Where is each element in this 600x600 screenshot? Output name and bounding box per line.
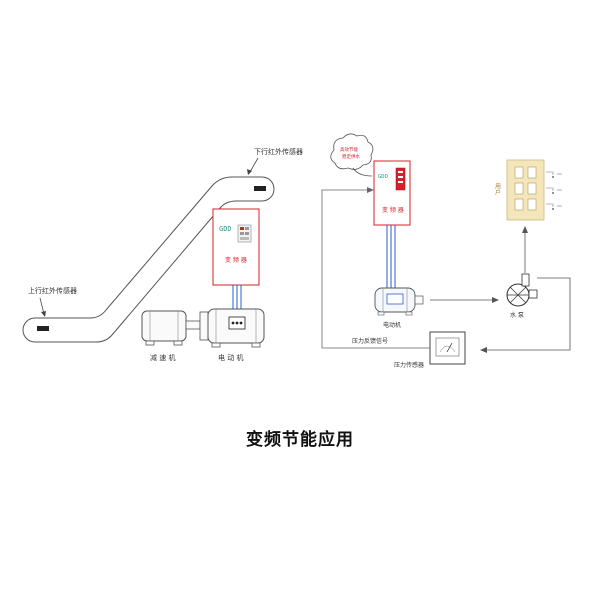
pump-label: 水 泵 [510, 311, 524, 319]
left-keypad-key-5 [240, 237, 249, 240]
left-keypad-key-3 [240, 232, 244, 235]
motor [199, 308, 265, 348]
motor-to-pump-arrowhead [492, 297, 499, 303]
right-inverter-label: 变 频 器 [382, 206, 404, 214]
water-pump [506, 273, 538, 307]
left-inverter-label: 变 频 器 [225, 256, 247, 264]
upper-sensor-label: 下行红外传感器 [254, 147, 303, 156]
right-panel-slot-1 [398, 171, 403, 173]
pressure-pipe [486, 277, 571, 351]
left-inverter-cabinet [212, 208, 260, 286]
right-inverter-panel [395, 167, 406, 191]
lower-sensor-arrowhead [41, 311, 46, 317]
reducer [141, 310, 201, 346]
upper-sensor-arrow [249, 157, 259, 173]
cloud-text-line1: 高效节能 [340, 146, 358, 153]
pump-to-user-arrowhead [522, 226, 528, 233]
cloud-bubble [330, 133, 374, 170]
water-taps [546, 171, 562, 211]
right-motor [374, 287, 424, 316]
pressure-pipe-arrowhead [480, 347, 487, 353]
left-keypad-key-4 [245, 232, 249, 235]
user-building [506, 159, 545, 221]
pressure-sensor-label: 压力传感器 [394, 361, 424, 369]
left-inverter-display: GDD [219, 225, 232, 233]
cloud-tail [352, 167, 373, 177]
upper-sensor-marker [254, 186, 266, 191]
right-inverter-display: GDD [378, 174, 388, 180]
water-supply-diagram: 高效节能 稳定供水 GDD 变 频 器 电动机 [321, 133, 571, 369]
conveyor-diagram: 下行红外传感器 上行红外传感器 GDD 变 频 器 减 速 机 [22, 147, 303, 362]
pressure-gauge-dial [439, 345, 456, 353]
feedback-arrowhead [367, 187, 374, 193]
motor-label: 电 动 机 [218, 353, 243, 362]
reducer-label: 减 速 机 [150, 353, 175, 362]
left-keypad-key-2 [245, 227, 249, 230]
lower-sensor-marker [37, 326, 49, 331]
pressure-gauge-needle [446, 342, 453, 353]
lower-sensor-arrow [39, 297, 45, 315]
conveyor-belt [22, 176, 275, 343]
pressure-gauge-face [435, 337, 460, 357]
right-panel-slot-2 [398, 176, 403, 178]
user-windows [514, 166, 537, 211]
user-label: 用户 [494, 183, 501, 196]
right-motor-label: 电动机 [383, 321, 401, 329]
upper-sensor-arrowhead [247, 169, 252, 175]
lower-sensor-label: 上行红外传感器 [28, 286, 77, 295]
page-title: 变频节能应用 [246, 430, 354, 450]
left-keypad-key-1 [240, 227, 244, 230]
cloud-text-line2: 稳定供水 [342, 153, 360, 160]
feedback-line [321, 189, 430, 349]
feedback-label: 压力反馈信号 [352, 337, 388, 345]
right-panel-slot-3 [398, 181, 403, 183]
